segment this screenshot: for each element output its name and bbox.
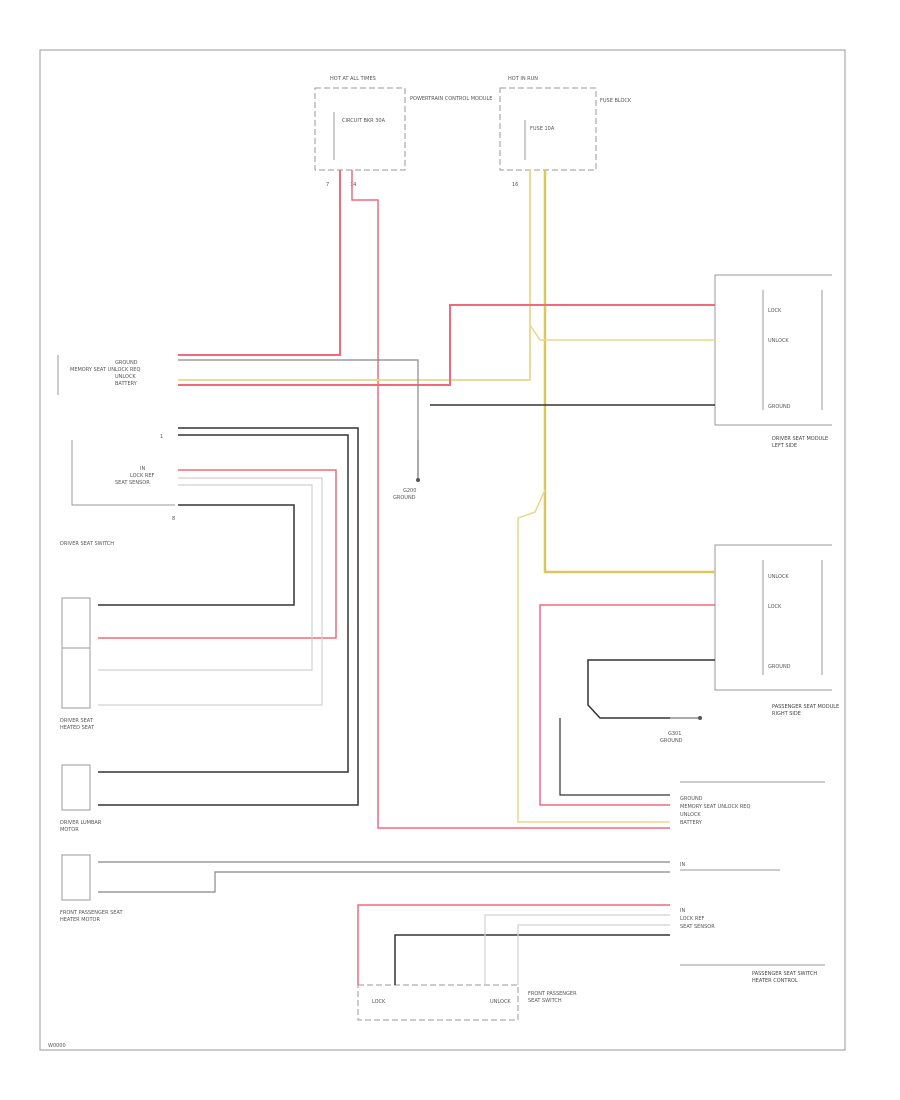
wire-dark-fpsw bbox=[394, 934, 670, 985]
ground-1-label: G200 bbox=[403, 488, 416, 494]
fuse-left-header: HOT AT ALL TIMES bbox=[330, 76, 376, 82]
svg-text:SEAT SENSOR: SEAT SENSOR bbox=[115, 480, 150, 486]
wire-tan-main bbox=[178, 170, 531, 381]
front-pass-seat-label: FRONT PASSENGER SEAT bbox=[60, 910, 123, 916]
svg-text:SEAT SENSOR: SEAT SENSOR bbox=[680, 924, 715, 930]
svg-text:UNLOCK: UNLOCK bbox=[768, 338, 789, 344]
svg-text:GROUND: GROUND bbox=[768, 664, 791, 670]
wire-dark-passenger bbox=[587, 659, 715, 719]
front-pass-switch-sub: SEAT SWITCH bbox=[528, 998, 562, 1004]
driver-seat-switch-pin-b: 8 bbox=[172, 516, 175, 522]
svg-text:BATTERY: BATTERY bbox=[115, 381, 138, 387]
svg-text:UNLOCK: UNLOCK bbox=[115, 374, 136, 380]
fuse-right-header: HOT IN RUN bbox=[508, 76, 538, 82]
fuse-left-desc: POWERTRAIN CONTROL MODULE bbox=[410, 96, 492, 102]
svg-text:LOCK REF: LOCK REF bbox=[680, 916, 705, 922]
fuse-right-desc: FUSE BLOCK bbox=[600, 98, 632, 104]
wire-dark-lumbar-2 bbox=[98, 434, 349, 773]
svg-text:LOCK: LOCK bbox=[372, 999, 386, 1005]
footer-code: W0000 bbox=[48, 1043, 66, 1049]
driver-lumbar: DRIVER LUMBAR MOTOR bbox=[60, 764, 102, 833]
diagram-frame bbox=[39, 49, 846, 1051]
svg-text:MEMORY SEAT UNLOCK REQ: MEMORY SEAT UNLOCK REQ bbox=[680, 804, 750, 810]
passenger-seat-switch-label: PASSENGER SEAT SWITCH bbox=[752, 971, 817, 977]
passenger-seat-module: UNLOCK LOCK GROUND PASSENGER SEAT MODULE… bbox=[714, 544, 839, 717]
driver-seat-switch: DRIVER SEAT SWITCH 1 8 GROUND MEMORY SEA… bbox=[57, 355, 175, 547]
svg-text:IN: IN bbox=[680, 908, 685, 914]
ground-2-label: G301 bbox=[668, 731, 681, 737]
wire-dark-passenger-2 bbox=[559, 718, 670, 796]
fuse-box-left: HOT AT ALL TIMES CIRCUIT BKR 30A POWERTR… bbox=[314, 76, 492, 188]
svg-text:GROUND: GROUND bbox=[115, 360, 138, 366]
wire-tan-passenger bbox=[517, 489, 670, 823]
fuse-left-pin-b: 14 bbox=[350, 182, 356, 188]
svg-text:IN: IN bbox=[140, 466, 145, 472]
svg-text:LOCK: LOCK bbox=[768, 604, 782, 610]
ground-2: G301 GROUND bbox=[660, 716, 702, 744]
wire-tan-unlock bbox=[529, 324, 715, 341]
front-passenger-switch: LOCK UNLOCK FRONT PASSENGER SEAT SWITCH bbox=[357, 984, 577, 1021]
wire-red-passenger bbox=[539, 604, 715, 806]
svg-text:GROUND: GROUND bbox=[680, 796, 703, 802]
wire-yellow-main bbox=[543, 170, 715, 574]
wire-gray-fps-2 bbox=[98, 871, 670, 893]
wire-gray-top bbox=[178, 359, 419, 440]
svg-text:BATTERY: BATTERY bbox=[680, 820, 703, 826]
wire-red-heated bbox=[98, 469, 337, 639]
driver-seat-module-label: DRIVER SEAT MODULE bbox=[772, 436, 828, 442]
driver-seat-module-sub: LEFT SIDE bbox=[772, 443, 797, 449]
fuse-box-right: HOT IN RUN FUSE 10A FUSE BLOCK 16 bbox=[499, 76, 632, 188]
passenger-seat-module-label: PASSENGER SEAT MODULE bbox=[772, 704, 839, 710]
fuse-left-label: CIRCUIT BKR 30A bbox=[342, 118, 386, 124]
ground-2-sub: GROUND bbox=[660, 738, 683, 744]
front-passenger-seat: FRONT PASSENGER SEAT HEATER MOTOR bbox=[60, 854, 123, 923]
svg-text:GROUND: GROUND bbox=[768, 404, 791, 410]
driver-seat-switch-pin-a: 1 bbox=[160, 434, 163, 440]
driver-heated-seat-sub: HEATED SEAT bbox=[60, 725, 95, 731]
driver-lumbar-label: DRIVER LUMBAR bbox=[60, 820, 102, 826]
wire-dark-lumbar-1 bbox=[98, 427, 359, 806]
wire-pink-main bbox=[351, 170, 670, 829]
fuse-right-pin: 16 bbox=[512, 182, 518, 188]
svg-text:UNLOCK: UNLOCK bbox=[490, 999, 511, 1005]
passenger-seat-module-sub: RIGHT SIDE bbox=[772, 711, 801, 717]
wire-dark-heated bbox=[98, 504, 295, 606]
driver-heated-seat: DRIVER SEAT HEATED SEAT bbox=[60, 597, 95, 731]
svg-text:MEMORY SEAT UNLOCK REQ: MEMORY SEAT UNLOCK REQ bbox=[70, 367, 140, 373]
driver-lumbar-sub: MOTOR bbox=[60, 827, 79, 833]
wire-light-1 bbox=[98, 477, 323, 706]
passenger-seat-switch: GROUND MEMORY SEAT UNLOCK REQ UNLOCK BAT… bbox=[680, 781, 825, 984]
wire-light-fpsw-1 bbox=[484, 914, 670, 985]
svg-text:LOCK: LOCK bbox=[768, 308, 782, 314]
svg-text:IN: IN bbox=[680, 862, 685, 868]
driver-seat-switch-label: DRIVER SEAT SWITCH bbox=[60, 541, 114, 547]
wire-red-fpsw bbox=[357, 904, 670, 985]
svg-text:UNLOCK: UNLOCK bbox=[680, 812, 701, 818]
fuse-right-label: FUSE 10A bbox=[530, 126, 555, 132]
wire-light-fpsw-2 bbox=[517, 924, 670, 985]
driver-seat-module: LOCK UNLOCK GROUND DRIVER SEAT MODULE LE… bbox=[714, 274, 832, 449]
driver-heated-seat-label: DRIVER SEAT bbox=[60, 718, 94, 724]
fuse-left-pin-a: 7 bbox=[326, 182, 329, 188]
wire-light-2 bbox=[98, 484, 313, 671]
wire-red-main bbox=[178, 170, 341, 356]
ground-1-sub: GROUND bbox=[393, 495, 416, 501]
svg-text:LOCK REF: LOCK REF bbox=[130, 473, 155, 479]
front-pass-seat-sub: HEATER MOTOR bbox=[60, 917, 100, 923]
front-pass-switch-label: FRONT PASSENGER bbox=[528, 991, 577, 997]
passenger-seat-switch-sub: HEATER CONTROL bbox=[752, 978, 798, 984]
ground-1: G200 GROUND bbox=[393, 440, 420, 501]
wire-red-lock bbox=[178, 304, 715, 386]
svg-text:UNLOCK: UNLOCK bbox=[768, 574, 789, 580]
